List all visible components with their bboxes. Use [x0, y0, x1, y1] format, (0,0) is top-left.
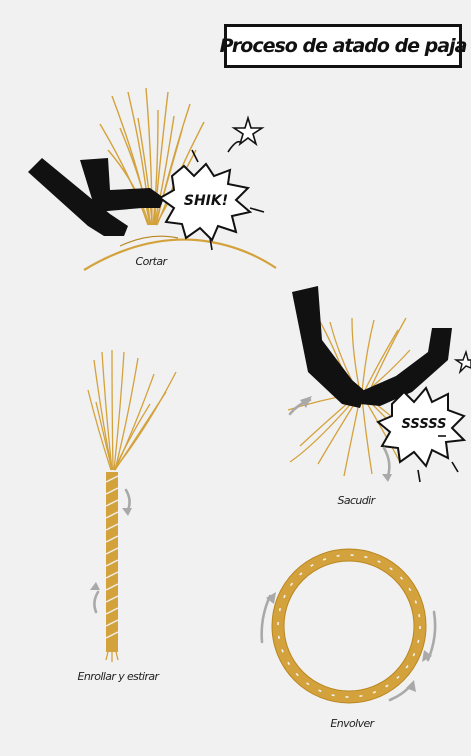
- roll-motion-arrow-top: [126, 490, 130, 510]
- roll-twisted-rope: [106, 472, 118, 662]
- cut-sound-label: SHIK!: [184, 193, 228, 209]
- wrap-caption: Envolver: [330, 717, 373, 730]
- page-title: Proceso de atado de paja: [220, 35, 467, 57]
- roll-straw-top: [88, 350, 176, 470]
- star-icon: [234, 118, 262, 144]
- roll-motion-arrow-bottom: [94, 592, 98, 612]
- roll-caption: Enrollar y estirar: [78, 670, 159, 683]
- title-box: Proceso de atado de paja: [224, 24, 462, 68]
- wrap-ring: [278, 555, 420, 697]
- cut-caption: Cortar: [136, 255, 167, 268]
- wrap-motion-arrow-right: [428, 612, 435, 660]
- wrap-motion-arrow-left: [262, 596, 270, 642]
- star-icon: [456, 352, 471, 372]
- roll-illustration: [88, 350, 176, 662]
- shake-sound-label: SSSSS: [402, 417, 447, 432]
- wrap-illustration: [262, 549, 435, 703]
- cut-illustration: [28, 88, 276, 270]
- cut-ground-line: [84, 240, 276, 270]
- shake-motion-arrow-right: [384, 448, 389, 476]
- shake-left-arm: [292, 286, 366, 408]
- shake-caption: Sacudir: [337, 494, 374, 507]
- shake-illustration: [288, 286, 471, 482]
